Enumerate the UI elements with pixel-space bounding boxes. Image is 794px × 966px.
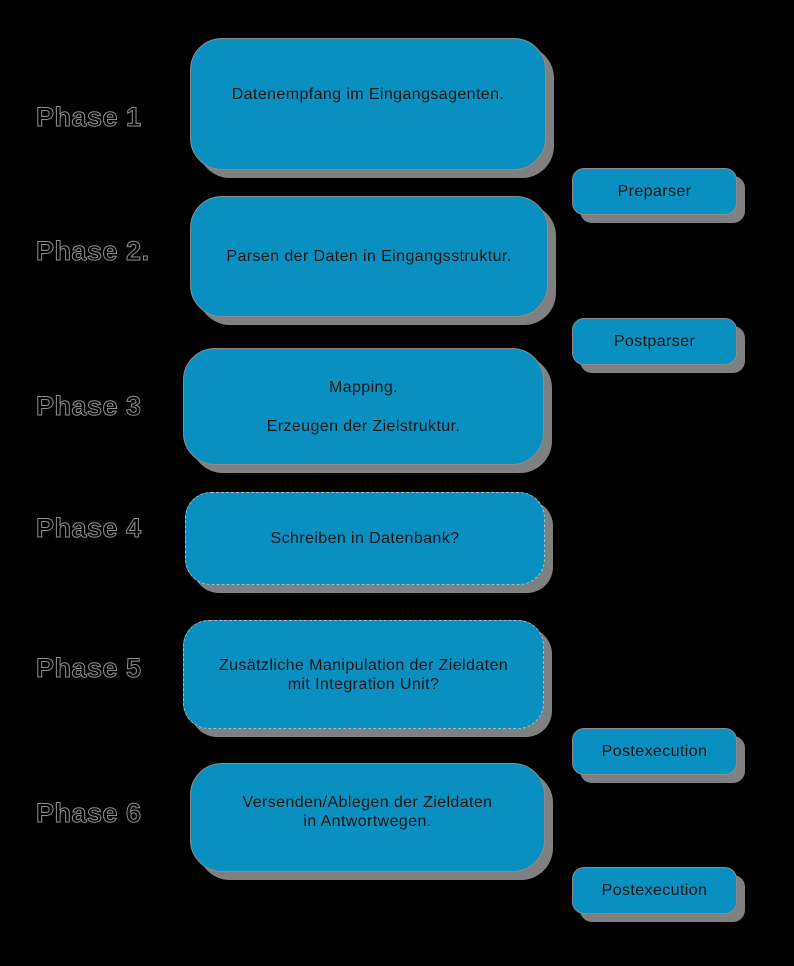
step-text: Datenempfang im Eingangsagenten.: [231, 85, 505, 103]
step-text: Zusätzliche Manipulation der Zieldaten: [218, 656, 509, 674]
phase-4-label: Phase 4: [36, 513, 142, 544]
step-text: in Antwortwegen.: [303, 812, 432, 830]
preparser-box: Preparser: [572, 168, 737, 215]
side-box-label: Postexecution: [601, 742, 708, 760]
step-text: Versenden/Ablegen der Zieldaten: [242, 793, 493, 811]
phase-6-label: Phase 6: [36, 798, 142, 829]
phase-5-step-box: Zusätzliche Manipulation der Zieldaten m…: [183, 620, 544, 729]
phase-2-step-box: Parsen der Daten in Eingangsstruktur.: [190, 196, 548, 317]
phase-5-label: Phase 5: [36, 653, 142, 684]
step-text: Schreiben in Datenbank?: [270, 530, 460, 547]
phase-3-step-box: Mapping. Erzeugen der Zielstruktur.: [183, 348, 544, 465]
phase-4-step-box: Schreiben in Datenbank?: [185, 492, 545, 585]
step-text: Parsen der Daten in Eingangsstruktur.: [226, 248, 512, 265]
phase-2-label: Phase 2.: [36, 236, 150, 267]
phase-6-step-box: Versenden/Ablegen der Zieldaten in Antwo…: [190, 763, 545, 872]
postexecution-box-2: Postexecution: [572, 867, 737, 914]
step-text: Mapping.: [328, 378, 399, 396]
phase-1-label: Phase 1: [36, 102, 142, 133]
step-text: Erzeugen der Zielstruktur.: [266, 417, 461, 435]
postexecution-box-1: Postexecution: [572, 728, 737, 775]
postparser-box: Postparser: [572, 318, 737, 365]
step-text: mit Integration Unit?: [287, 675, 440, 693]
side-box-label: Preparser: [617, 182, 692, 200]
side-box-label: Postexecution: [601, 881, 708, 899]
phase-1-step-box: Datenempfang im Eingangsagenten.: [190, 38, 546, 170]
phase-3-label: Phase 3: [36, 391, 142, 422]
side-box-label: Postparser: [613, 332, 696, 350]
